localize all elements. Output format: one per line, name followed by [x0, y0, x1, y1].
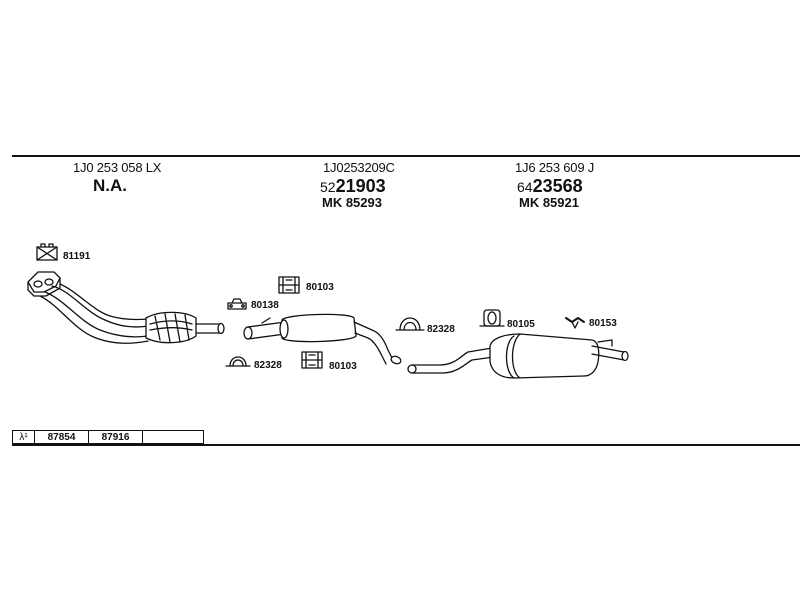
part-label-80103-bottom: 80103: [329, 361, 357, 372]
part-label-80105: 80105: [507, 319, 535, 330]
part-label-82328-right: 82328: [427, 324, 455, 335]
rear-silencer-icon: [407, 333, 629, 379]
lambda-sensor-table: λ¹ 87854 87916: [12, 430, 204, 444]
table-cell-empty: [143, 431, 203, 443]
front-pipe-catalyst-icon: [27, 271, 225, 344]
mk-number-2: MK 85293: [322, 195, 382, 210]
bottom-rule: [12, 444, 800, 446]
u-clamp-icon-left: [225, 356, 251, 367]
middle-silencer-icon: [243, 313, 402, 365]
part-label-82328-left: 82328: [254, 360, 282, 371]
rubber-mount-icon: [479, 309, 505, 327]
part-number-3: 6423568: [517, 177, 583, 196]
table-cell-87854: 87854: [35, 431, 89, 443]
hanger-icon: [227, 298, 247, 310]
oe-number-3: 1J6 253 609 J: [515, 160, 595, 175]
part-label-80138: 80138: [251, 300, 279, 311]
part-label-80153: 80153: [589, 318, 617, 329]
u-clamp-icon-right: [395, 317, 425, 331]
table-cell-87916: 87916: [89, 431, 143, 443]
clamp-icon-top: [278, 276, 300, 294]
part-number-2: 5221903: [320, 177, 386, 196]
part-label-80103-top: 80103: [306, 282, 334, 293]
bracket-icon: [565, 317, 585, 329]
clamp-icon-bottom: [301, 351, 323, 369]
part-number-2-prefix: 52: [320, 179, 336, 195]
part-number-3-main: 23568: [532, 176, 583, 196]
part-number-2-main: 21903: [335, 176, 386, 196]
table-cell-lambda: λ¹: [13, 431, 35, 443]
oe-number-2: 1J0253209C: [323, 160, 395, 175]
top-rule: [12, 155, 800, 157]
part-label-81191: 81191: [63, 251, 91, 262]
part-number-na: N.A.: [93, 176, 127, 195]
mk-number-3: MK 85921: [519, 195, 579, 210]
part-number-3-prefix: 64: [517, 179, 533, 195]
gasket-icon: [36, 243, 58, 261]
oe-number-1: 1J0 253 058 LX: [73, 160, 162, 175]
